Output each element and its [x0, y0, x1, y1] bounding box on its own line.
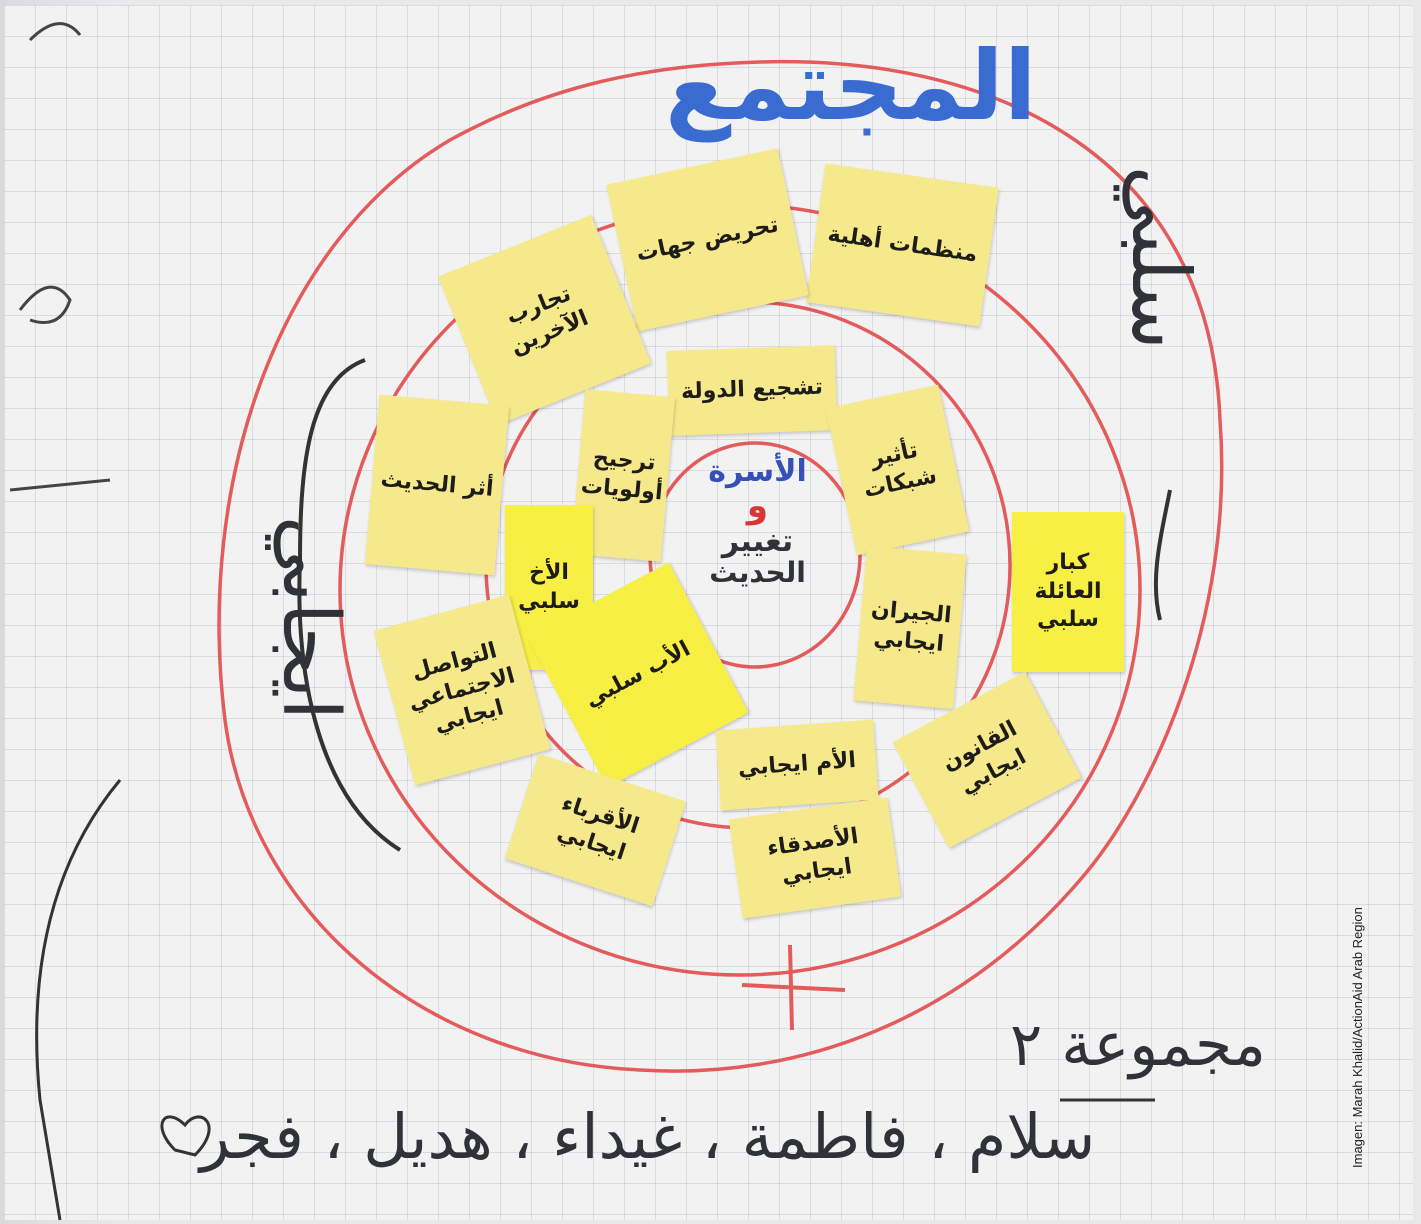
board-scribble-top: [28, 22, 82, 42]
title-community: المجتمع: [665, 30, 1037, 142]
negative-bracket: [1153, 489, 1172, 621]
board-arc-left: [35, 779, 122, 1221]
sticky-note: الأم ايجابي: [715, 719, 879, 811]
center-family: الأسرة: [708, 454, 807, 489]
center-change: تغيير: [721, 524, 794, 560]
center-label: الأسرة و تغيير الحديث: [660, 455, 855, 589]
label-negative: سلبي: [1114, 165, 1207, 350]
board-scribble-low: [9, 478, 111, 492]
sticky-note: منظمات أهلية: [806, 163, 999, 327]
center-and: و: [746, 486, 769, 526]
sticky-note: أثر الحديث: [364, 394, 510, 576]
group-label: مجموعة ٢: [1010, 1010, 1266, 1080]
outer-ring: [217, 59, 1224, 1073]
center-topic: الحديث: [709, 556, 806, 590]
sticky-note: الجيران ايجابي: [853, 545, 967, 710]
heart-icon: [160, 1115, 211, 1157]
group-members: سلام ، فاطمة ، غيداء ، هديل ، فجر: [200, 1100, 1096, 1173]
board-scribble-mid: [18, 285, 72, 324]
label-positive: ايجابي: [265, 515, 355, 720]
sticky-note: تشجيع الدولة: [666, 345, 838, 436]
photo-credit: Imagen: Marah Khalid/ActionAid Arab Regi…: [1350, 907, 1365, 1168]
positive-bracket: [297, 358, 402, 852]
plus-mark: [741, 944, 846, 1031]
sticky-note: كبار العائلة سلبي: [1012, 512, 1124, 672]
